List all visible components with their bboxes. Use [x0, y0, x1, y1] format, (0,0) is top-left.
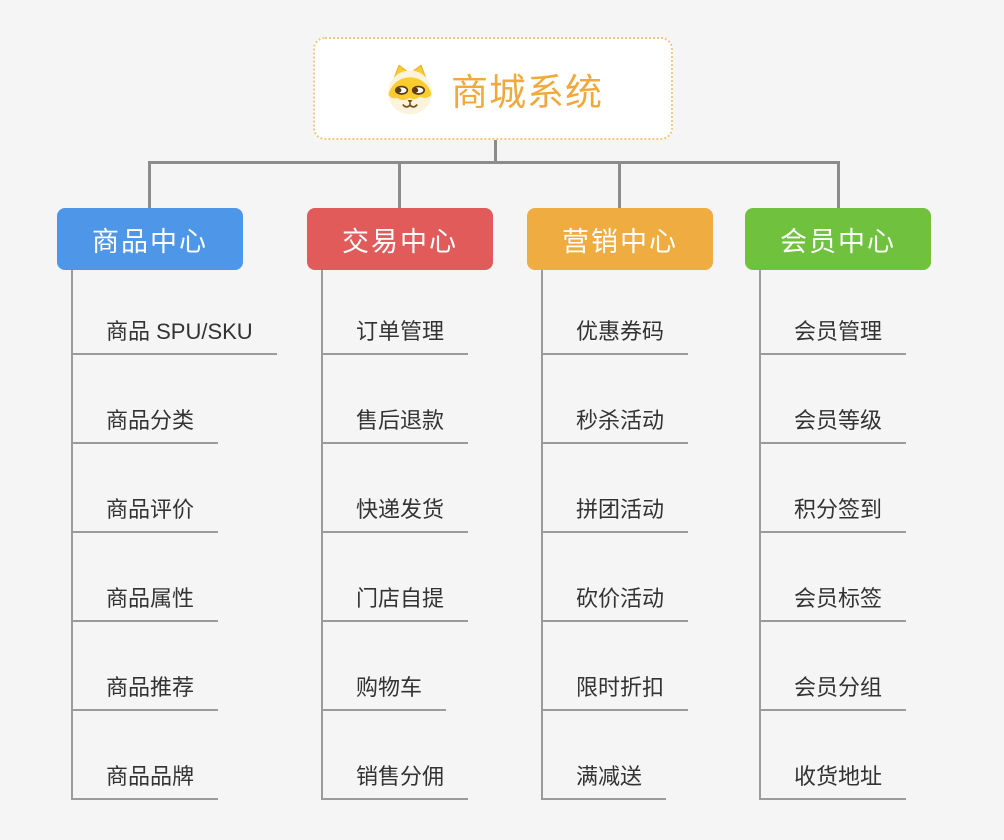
- branch-trunk: [71, 270, 73, 800]
- child-node[interactable]: 商品评价: [57, 444, 243, 533]
- child-node[interactable]: 快递发货: [307, 444, 493, 533]
- branch-children: 优惠券码 秒杀活动 拼团活动 砍价活动 限时折扣 满减送: [527, 270, 713, 800]
- connector-horizontal: [148, 161, 839, 164]
- branch-header-trade[interactable]: 交易中心: [307, 208, 493, 270]
- branch-header-member[interactable]: 会员中心: [745, 208, 931, 270]
- child-node[interactable]: 商品品牌: [57, 711, 243, 800]
- branch-trade-center: 交易中心 订单管理 售后退款 快递发货 门店自提 购物车 销售分佣: [307, 208, 493, 800]
- child-label: 拼团活动: [542, 492, 689, 533]
- branch-children: 商品 SPU/SKU 商品分类 商品评价 商品属性 商品推荐 商品品牌: [57, 270, 277, 800]
- branch-trunk: [541, 270, 543, 800]
- branch-header-marketing[interactable]: 营销中心: [527, 208, 713, 270]
- dog-face-icon: [383, 62, 437, 116]
- child-label: 砍价活动: [542, 581, 689, 622]
- child-label: 商品属性: [72, 581, 219, 622]
- branch-header-product[interactable]: 商品中心: [57, 208, 243, 270]
- branch-trunk: [321, 270, 323, 800]
- child-label: 售后退款: [322, 403, 469, 444]
- branch-trunk: [759, 270, 761, 800]
- child-node[interactable]: 满减送: [527, 711, 713, 800]
- child-node[interactable]: 限时折扣: [527, 622, 713, 711]
- branch-title: 会员中心: [780, 226, 896, 257]
- child-label: 收货地址: [760, 759, 907, 800]
- child-node[interactable]: 订单管理: [307, 270, 493, 355]
- child-label: 满减送: [542, 759, 667, 800]
- branch-product-center: 商品中心 商品 SPU/SKU 商品分类 商品评价 商品属性 商品推荐 商品品牌: [57, 208, 277, 800]
- child-label: 商品 SPU/SKU: [72, 314, 277, 355]
- child-label: 商品分类: [72, 403, 219, 444]
- child-node[interactable]: 购物车: [307, 622, 493, 711]
- child-label: 会员标签: [760, 581, 907, 622]
- child-label: 限时折扣: [542, 670, 689, 711]
- connector-root-stub: [494, 140, 497, 162]
- child-label: 商品品牌: [72, 759, 219, 800]
- child-node[interactable]: 积分签到: [745, 444, 931, 533]
- connector-drop-trade: [398, 161, 401, 208]
- child-node[interactable]: 会员管理: [745, 270, 931, 355]
- child-label: 积分签到: [760, 492, 907, 533]
- child-node[interactable]: 商品属性: [57, 533, 243, 622]
- child-node[interactable]: 商品 SPU/SKU: [57, 270, 277, 355]
- child-node[interactable]: 售后退款: [307, 355, 493, 444]
- child-label: 门店自提: [322, 581, 469, 622]
- root-node[interactable]: 商城系统: [313, 37, 673, 140]
- connector-drop-marketing: [618, 161, 621, 208]
- child-node[interactable]: 优惠券码: [527, 270, 713, 355]
- branch-title: 交易中心: [342, 226, 458, 257]
- child-label: 秒杀活动: [542, 403, 689, 444]
- child-label: 优惠券码: [542, 314, 689, 355]
- child-label: 会员等级: [760, 403, 907, 444]
- branch-title: 营销中心: [562, 226, 678, 257]
- connector-drop-member: [837, 161, 840, 208]
- child-node[interactable]: 会员等级: [745, 355, 931, 444]
- child-label: 快递发货: [322, 492, 469, 533]
- branch-children: 订单管理 售后退款 快递发货 门店自提 购物车 销售分佣: [307, 270, 493, 800]
- child-label: 商品推荐: [72, 670, 219, 711]
- child-node[interactable]: 砍价活动: [527, 533, 713, 622]
- child-node[interactable]: 会员分组: [745, 622, 931, 711]
- child-label: 销售分佣: [322, 759, 469, 800]
- child-node[interactable]: 商品推荐: [57, 622, 243, 711]
- child-label: 订单管理: [322, 314, 469, 355]
- branch-marketing-center: 营销中心 优惠券码 秒杀活动 拼团活动 砍价活动 限时折扣 满减送: [527, 208, 713, 800]
- child-node[interactable]: 商品分类: [57, 355, 243, 444]
- child-label: 商品评价: [72, 492, 219, 533]
- root-title: 商城系统: [451, 71, 603, 113]
- child-node[interactable]: 销售分佣: [307, 711, 493, 800]
- branch-member-center: 会员中心 会员管理 会员等级 积分签到 会员标签 会员分组 收货地址: [745, 208, 931, 800]
- child-label: 会员管理: [760, 314, 907, 355]
- child-node[interactable]: 门店自提: [307, 533, 493, 622]
- child-node[interactable]: 会员标签: [745, 533, 931, 622]
- connector-drop-product: [148, 161, 151, 208]
- child-node[interactable]: 秒杀活动: [527, 355, 713, 444]
- child-label: 购物车: [322, 670, 447, 711]
- branch-children: 会员管理 会员等级 积分签到 会员标签 会员分组 收货地址: [745, 270, 931, 800]
- child-label: 会员分组: [760, 670, 907, 711]
- child-node[interactable]: 拼团活动: [527, 444, 713, 533]
- branch-title: 商品中心: [92, 226, 208, 257]
- child-node[interactable]: 收货地址: [745, 711, 931, 800]
